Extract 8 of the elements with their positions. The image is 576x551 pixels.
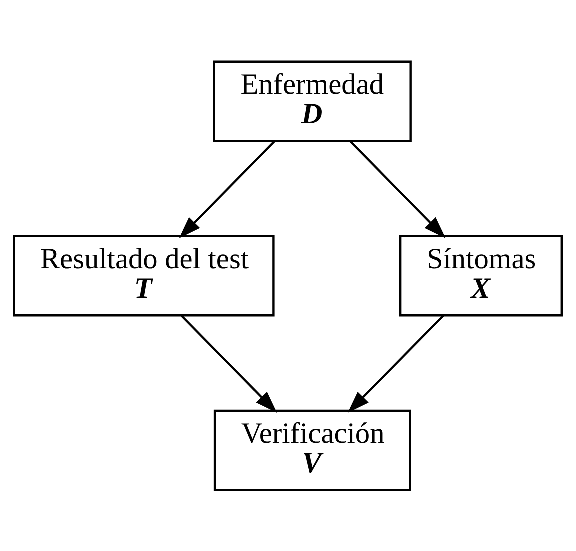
arrow	[180, 314, 278, 413]
arrow	[179, 140, 276, 238]
arrow	[350, 140, 446, 238]
node-box: Síntomas X	[399, 234, 563, 316]
arrow	[348, 314, 444, 413]
node-box: Verificación V	[214, 409, 412, 491]
node-box: Resultado del test T	[13, 234, 275, 316]
node-box: Enfermedad D	[213, 60, 412, 142]
